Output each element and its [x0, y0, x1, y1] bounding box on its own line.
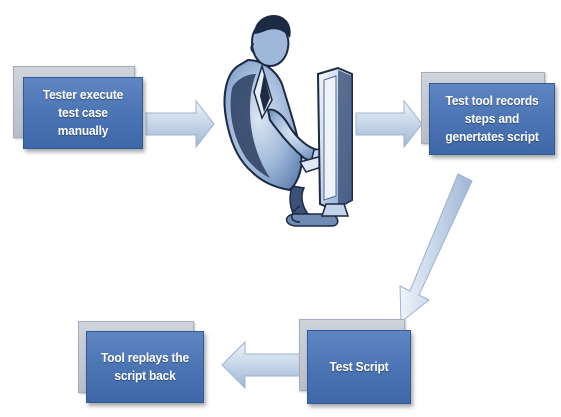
step-script-label: Test Script: [330, 358, 389, 376]
arrow-tester-to-person: [146, 101, 214, 147]
arrow-script-to-replays: [222, 342, 300, 388]
step-replays-label: Tool replays the script back: [97, 349, 193, 385]
step-box-script-face: Test Script: [307, 330, 411, 404]
step-box-tester-face: Tester execute test case manually: [23, 77, 143, 149]
step-tester-label: Tester execute test case manually: [34, 86, 132, 140]
arrow-person-to-records: [356, 101, 422, 147]
step-box-replays-face: Tool replays the script back: [86, 331, 204, 403]
arrow-records-to-script: [400, 174, 472, 322]
step-records-label: Test tool records steps and genertates s…: [440, 92, 543, 146]
step-box-records-face: Test tool records steps and genertates s…: [429, 83, 555, 155]
person-at-computer-icon: [225, 15, 353, 226]
